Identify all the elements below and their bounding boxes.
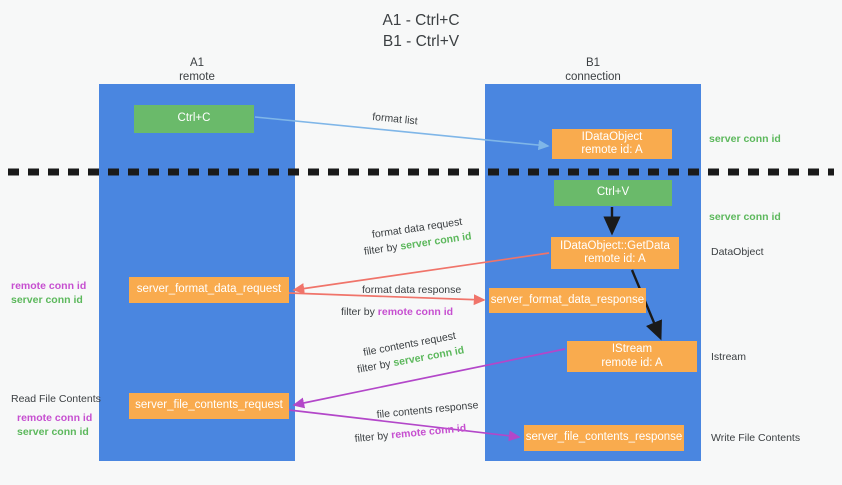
page-title: A1 - Ctrl+C B1 - Ctrl+V (382, 12, 460, 50)
edge-label-file-contents-response: file contents response (376, 399, 479, 421)
filter-prefix-4: filter by (354, 429, 392, 445)
label-right-server-conn-mid: server conn id (709, 211, 781, 223)
edge-label-format-data-response-filter: filter by remote conn id (341, 305, 453, 319)
label-right-istream: Istream (711, 351, 747, 363)
box-server-file-contents-response: server_file_contents_response (524, 425, 684, 451)
label-left-server-conn-2: server conn id (17, 426, 89, 438)
box-idataobject-getdata: IDataObject::GetData remote id: A (551, 237, 679, 269)
column-header-a1: A1 remote (179, 57, 215, 83)
filter-prefix-2: filter by (341, 306, 378, 318)
label-left-read-file-group: Read File Contents (11, 392, 101, 406)
filter-prefix-1: filter by (363, 240, 402, 258)
label-left-conn-ids-bottom: remote conn id server conn id (17, 411, 92, 439)
label-left-remote-conn-2: remote conn id (17, 412, 93, 424)
edge-label-format-list: format list (371, 110, 419, 128)
column-header-b1: B1 connection (565, 57, 621, 83)
box-idataobject: IDataObject remote id: A (552, 129, 672, 159)
label-left-remote-conn-1: remote conn id (11, 280, 87, 292)
filter-key-remote-conn-1: remote conn id (377, 306, 454, 318)
box-ctrl-v: Ctrl+V (554, 180, 672, 206)
label-right-write-file-contents: Write File Contents (711, 432, 801, 444)
box-server-format-data-request: server_format_data_request (129, 277, 289, 303)
label-right-server-conn-top: server conn id (709, 133, 781, 145)
box-server-file-contents-request: server_file_contents_request (129, 393, 289, 419)
label-left-conn-ids-top: remote conn id server conn id (11, 279, 86, 307)
edge-label-format-data-response: format data response (362, 284, 462, 296)
label-left-read-file-contents: Read File Contents (11, 393, 101, 405)
box-ctrl-c: Ctrl+C (134, 105, 254, 133)
box-server-format-data-response: server_format_data_response (489, 288, 646, 313)
filter-prefix-3: filter by (356, 357, 395, 376)
box-istream: IStream remote id: A (567, 341, 697, 372)
label-right-dataobject: DataObject (711, 246, 764, 258)
label-left-server-conn-1: server conn id (11, 294, 83, 306)
filter-key-remote-conn-2: remote conn id (390, 422, 467, 442)
edge-label-file-contents-response-filter: filter by remote conn id (354, 421, 467, 446)
